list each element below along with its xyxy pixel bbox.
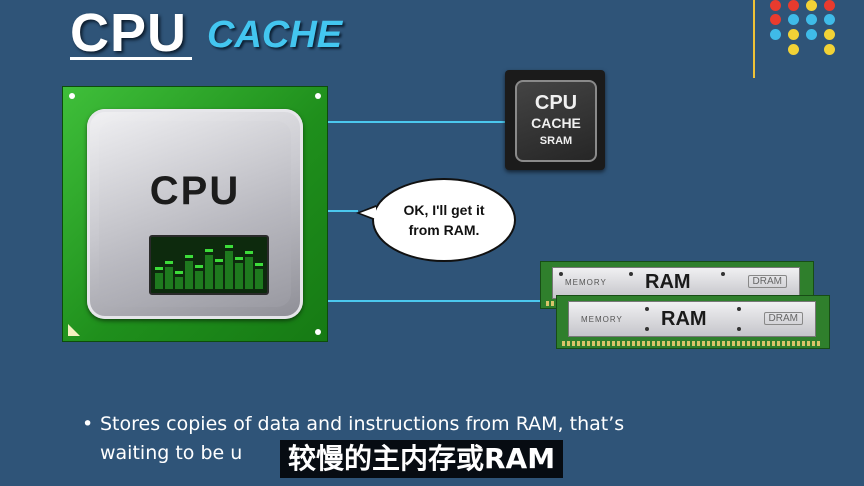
ram-module: MEMORY RAM DRAM [556,295,830,349]
speech-bubble-line1: OK, I'll get it [403,202,485,218]
title-cpu: CPU [70,3,188,63]
board-dot [69,93,75,99]
cpu-board: CPU [62,86,328,342]
ram-memory-label: MEMORY [581,315,623,324]
title-underline [70,57,192,60]
ram-heat-spreader: MEMORY RAM DRAM [568,301,816,337]
connector-cpu-bubble [312,210,358,212]
cpu-cache-chip: CPU CACHE SRAM [505,70,605,170]
cache-chip-line2: CACHE [531,115,581,131]
speech-bubble: OK, I'll get it from RAM. [372,178,516,262]
ram-memory-label: MEMORY [565,278,607,287]
cache-chip-line1: CPU [534,92,578,114]
bullet-point: • Stores copies of data and instructions… [82,410,800,468]
decorative-dots [770,0,840,60]
cpu-die-pattern [155,245,263,289]
ram-name: RAM [645,271,691,293]
ram-name: RAM [661,308,707,330]
cpu-chip: CPU [87,109,303,319]
decorative-line [753,0,755,78]
speech-bubble-line2: from RAM. [408,222,480,238]
ram-type-badge: DRAM [747,275,787,288]
cpu-chip-label: CPU [149,169,241,213]
ram-heat-spreader: MEMORY RAM DRAM [552,267,800,299]
cache-chip-line3: SRAM [539,135,573,147]
ram-pins [562,341,822,346]
ram-type-badge: DRAM [763,312,803,325]
connector-cpu-cache [326,121,505,123]
bullet-line2: waiting to be u [100,442,243,464]
board-dot [315,329,321,335]
board-corner-marker [68,324,80,336]
video-subtitle: 较慢的主内存或RAM [280,440,564,478]
bullet-line1: Stores copies of data and instructions f… [100,413,625,435]
board-dot [315,93,321,99]
ram-module: MEMORY RAM DRAM [540,261,814,309]
connector-cpu-ram [326,300,541,302]
bullet-dot-icon: • [82,413,94,435]
title-cache: CACHE [207,14,343,56]
cpu-die [149,235,269,295]
